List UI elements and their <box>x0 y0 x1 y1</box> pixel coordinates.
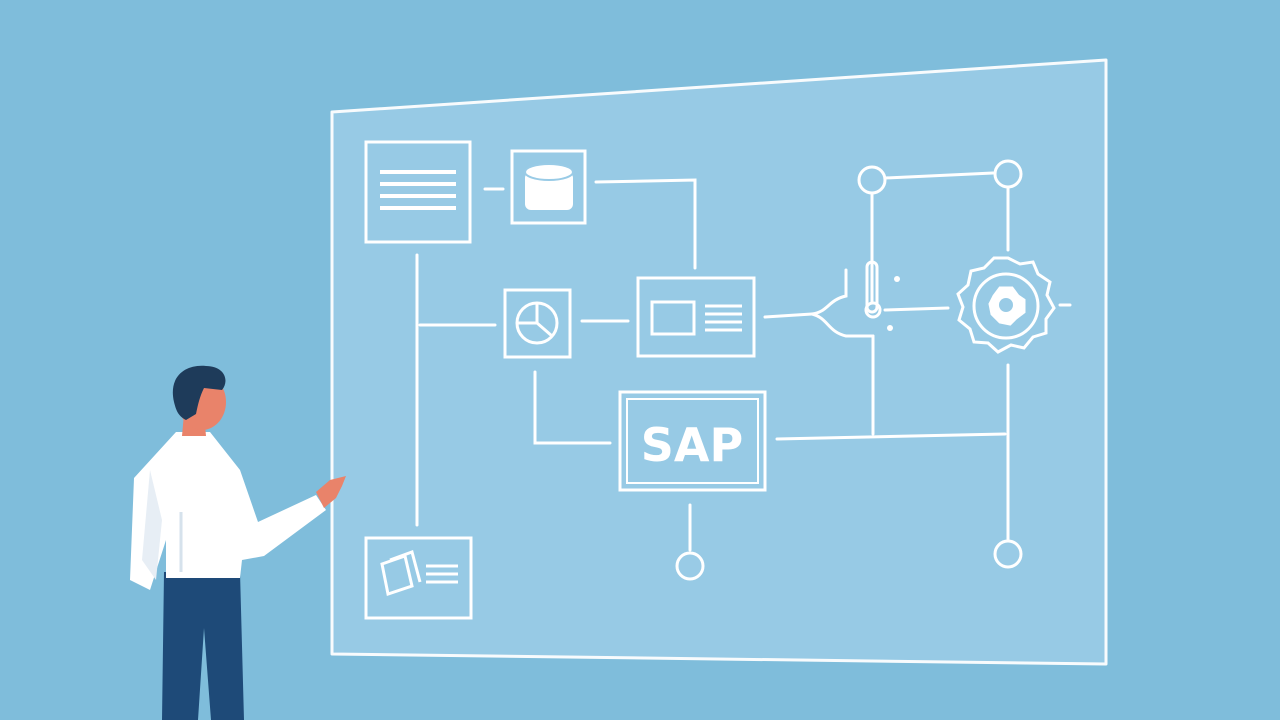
diagram-nodes <box>675 159 1023 581</box>
layout-card-icon <box>636 276 756 358</box>
gear-icon <box>956 256 1056 354</box>
hand <box>316 476 346 508</box>
node-top-right <box>993 159 1023 189</box>
diagram-board <box>330 58 1108 666</box>
database-icon <box>510 149 587 225</box>
pie-chart-icon <box>503 288 572 359</box>
person-figure <box>130 365 346 720</box>
shirt <box>130 432 326 590</box>
sap-box: SAP <box>618 390 767 492</box>
sap-label: SAP <box>641 418 743 472</box>
document-icon <box>364 140 472 244</box>
pants <box>162 572 244 720</box>
node-bottom-right <box>993 539 1023 569</box>
diagram-lines <box>415 171 1072 552</box>
dot <box>894 276 900 282</box>
files-icon <box>364 536 473 620</box>
dot <box>887 325 893 331</box>
hair <box>172 365 226 420</box>
node-top-left <box>857 165 887 195</box>
switch-icon <box>864 260 882 319</box>
node-bottom-center <box>675 551 705 581</box>
shirt-fold <box>142 470 162 580</box>
